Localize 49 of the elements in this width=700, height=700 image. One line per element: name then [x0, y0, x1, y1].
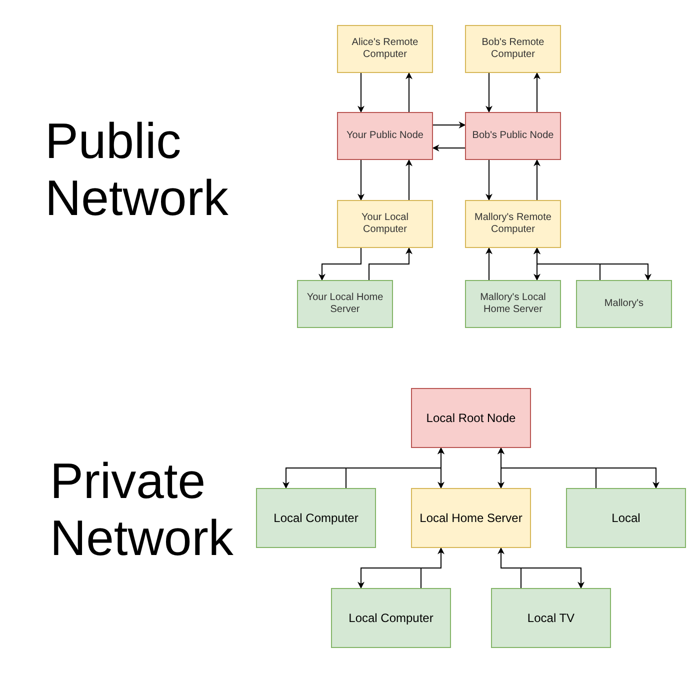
node-label: Your Local Home Server — [306, 292, 384, 316]
arrow — [358, 72, 364, 113]
arrow — [346, 447, 444, 488]
arrow — [420, 547, 444, 588]
arrow — [432, 144, 466, 152]
node-box — [491, 588, 611, 648]
node-label: Mallory's Local Home Server — [479, 292, 547, 316]
node-label: Your Public Node — [346, 130, 424, 142]
node-box — [465, 25, 561, 73]
node-label: Local Home Server — [418, 510, 524, 526]
arrow — [534, 247, 600, 280]
arrow — [368, 247, 412, 280]
node-label: Local Root Node — [425, 410, 517, 426]
node-box — [411, 488, 531, 548]
node-box — [465, 112, 561, 160]
arrow — [498, 547, 522, 588]
node-label: Local Computer — [348, 610, 434, 626]
node-label: Alice's Remote Computer — [350, 37, 420, 61]
node-label: Bob's Remote Computer — [480, 37, 546, 61]
arrow — [406, 159, 412, 200]
node-box — [331, 588, 451, 648]
node-box — [566, 488, 686, 548]
node-box — [411, 388, 531, 448]
arrow — [486, 72, 492, 113]
arrow — [318, 248, 362, 281]
arrow — [486, 160, 492, 201]
node-box — [576, 280, 672, 328]
arrow — [358, 160, 364, 201]
arrow — [406, 72, 412, 112]
node-label: Local — [610, 510, 642, 526]
node-label: Local TV — [526, 610, 576, 626]
node-box — [337, 200, 433, 248]
node-box — [297, 280, 393, 328]
node-label: Local Computer — [272, 510, 360, 526]
node-label: Mallory's — [603, 298, 645, 310]
node-box — [337, 112, 433, 160]
node-label: Bob's Public Node — [471, 130, 555, 142]
node-label: Mallory's Remote Computer — [474, 212, 552, 236]
node-box — [337, 25, 433, 73]
section-heading: Public Network — [45, 113, 230, 227]
arrow — [432, 122, 466, 128]
node-box — [256, 488, 376, 548]
node-box — [465, 200, 561, 248]
arrow — [498, 447, 596, 488]
arrow — [534, 159, 540, 200]
arrow — [486, 247, 492, 280]
node-box — [465, 280, 561, 328]
arrow — [534, 72, 540, 112]
node-label: Your Local Computer — [360, 212, 410, 236]
